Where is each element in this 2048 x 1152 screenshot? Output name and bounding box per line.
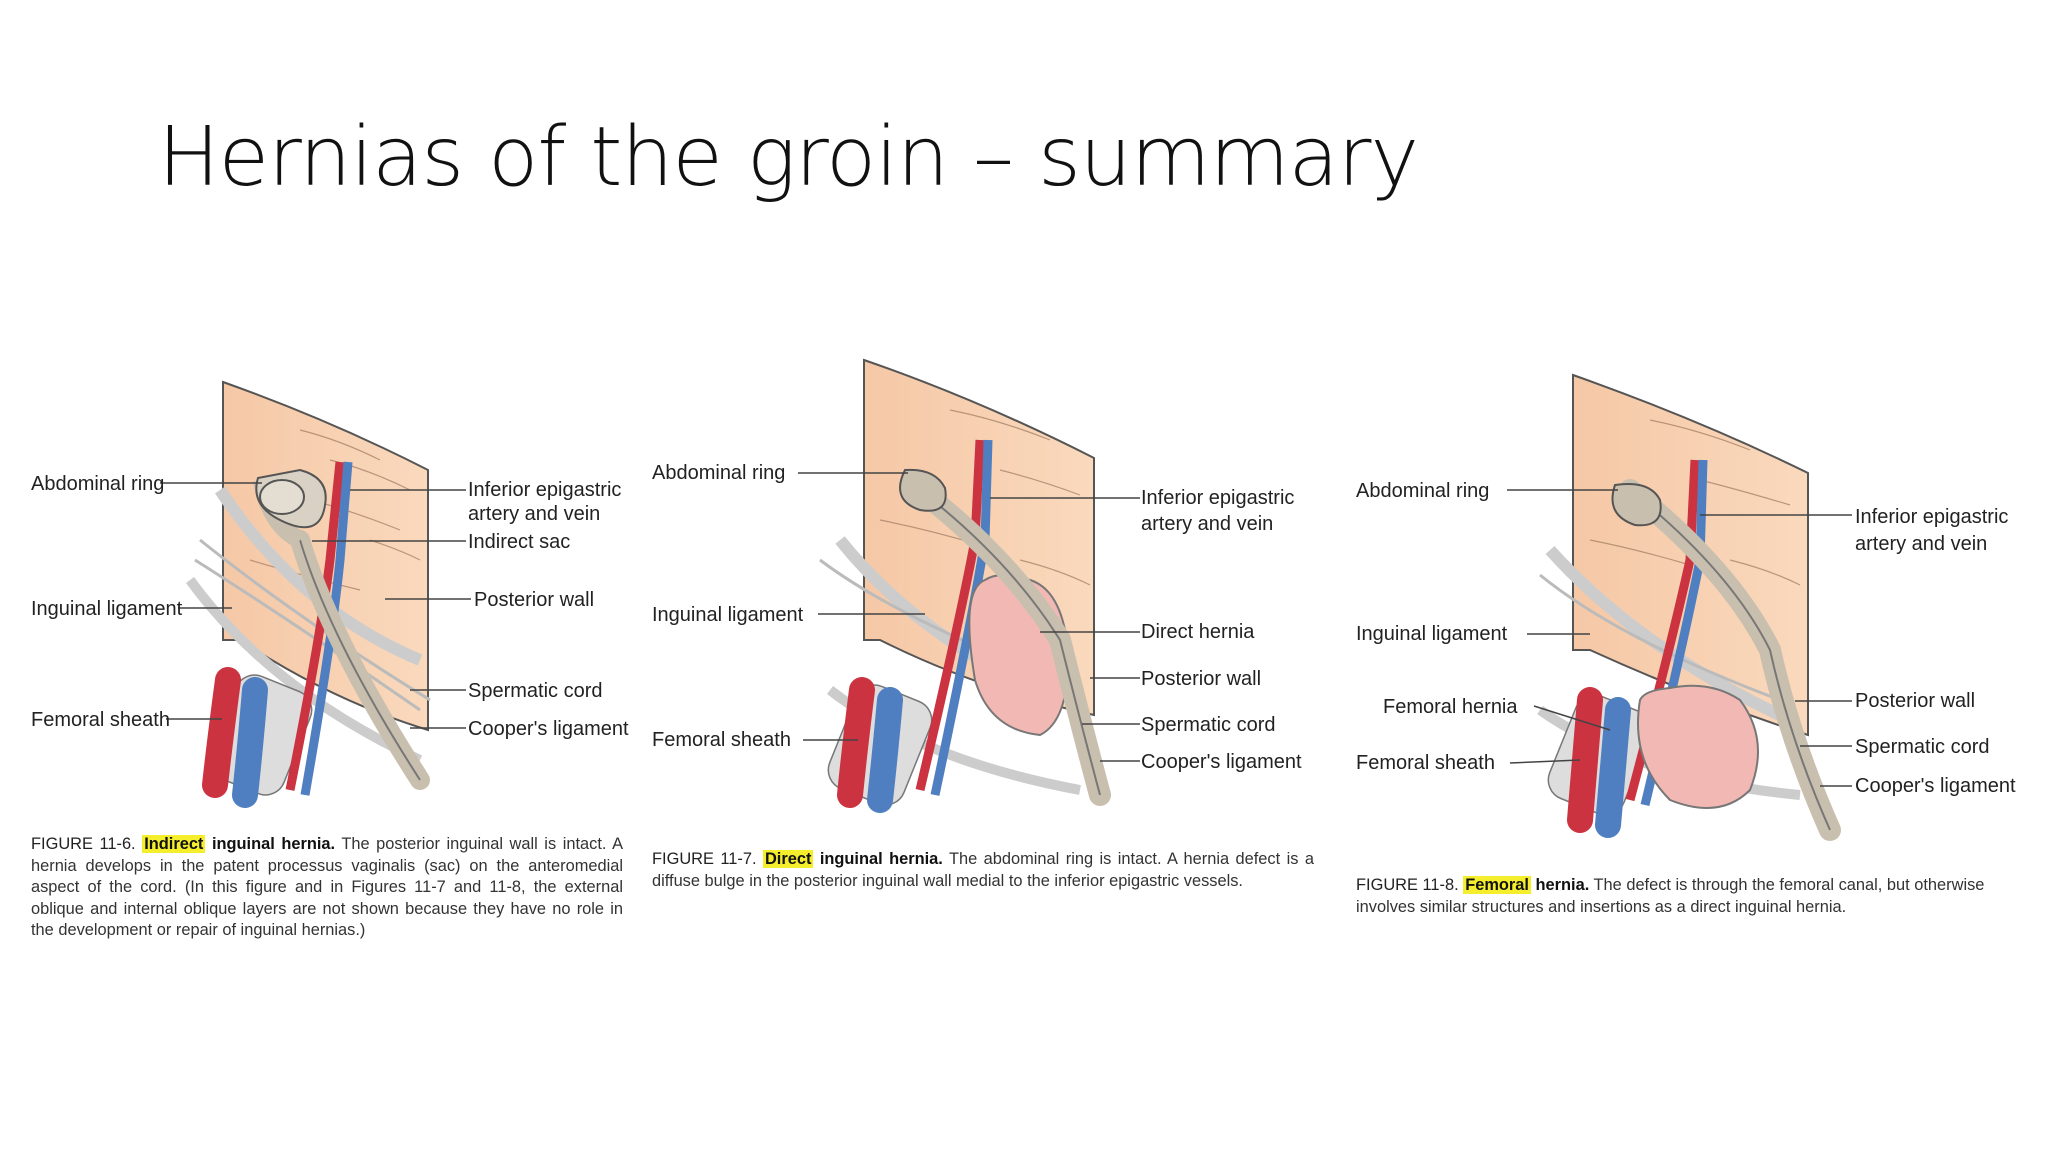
label-indirect-sac: Indirect sac [468,531,571,553]
figure-number: FIGURE 11-7. [652,850,757,868]
label-coopers-ligament: Cooper's ligament [1855,775,2016,797]
hernia-type-highlight: Indirect [142,835,206,853]
figure-number: FIGURE 11-8. [1356,876,1459,894]
label-abdominal-ring: Abdominal ring [31,473,165,495]
label-spermatic-cord: Spermatic cord [1141,714,1276,736]
caption-text: The defect is through the femoral canal,… [1356,876,1985,916]
label-femoral-hernia: Femoral hernia [1383,696,1518,718]
label-femoral-sheath: Femoral sheath [31,709,170,731]
hernia-type-highlight: Direct [762,850,814,868]
label-inguinal-ligament: Inguinal ligament [1356,623,1508,645]
caption-bold: inguinal hernia. [819,850,943,868]
figure-11-6-caption: FIGURE 11-6. Indirect inguinal hernia. T… [31,834,623,942]
label-inguinal-ligament: Inguinal ligament [31,598,183,620]
figure-11-8-illustration [1507,373,1852,841]
caption-text: The posterior inguinal wall is intact. A… [31,835,624,939]
label-femoral-sheath: Femoral sheath [1356,752,1495,774]
label-spermatic-cord: Spermatic cord [468,680,603,702]
figure-11-8-caption: FIGURE 11-8. Femoral hernia. The defect … [1356,875,2036,918]
label-posterior-wall: Posterior wall [1141,668,1262,690]
label-artery-and-vein: artery and vein [468,503,601,525]
hernia-type-highlight: Femoral [1463,876,1531,894]
label-posterior-wall: Posterior wall [1855,690,1976,712]
figure-11-7-caption: FIGURE 11-7. Direct inguinal hernia. The… [652,849,1314,892]
label-artery-and-vein: artery and vein [1141,513,1274,535]
figure-number: FIGURE 11-6. [31,835,136,853]
slide-title: Hernias of the groin – summary [158,110,1419,205]
caption-bold: inguinal hernia. [211,835,336,853]
label-inferior-epigastric: Inferior epigastric [468,479,622,501]
label-abdominal-ring: Abdominal ring [652,462,786,484]
label-inferior-epigastric: Inferior epigastric [1855,506,2009,528]
label-inguinal-ligament: Inguinal ligament [652,604,804,626]
caption-text: The abdominal ring is intact. A hernia d… [652,850,1314,890]
label-coopers-ligament: Cooper's ligament [1141,751,1302,773]
figure-11-6-illustration [160,380,471,808]
label-direct-hernia: Direct hernia [1141,621,1255,643]
label-coopers-ligament: Cooper's ligament [468,718,629,740]
caption-bold: hernia. [1535,876,1590,894]
label-posterior-wall: Posterior wall [474,589,595,611]
label-femoral-sheath: Femoral sheath [652,729,791,751]
label-inferior-epigastric: Inferior epigastric [1141,487,1295,509]
label-abdominal-ring: Abdominal ring [1356,480,1490,502]
label-artery-and-vein: artery and vein [1855,533,1988,555]
figure-11-7-illustration [798,358,1140,813]
label-spermatic-cord: Spermatic cord [1855,736,1990,758]
